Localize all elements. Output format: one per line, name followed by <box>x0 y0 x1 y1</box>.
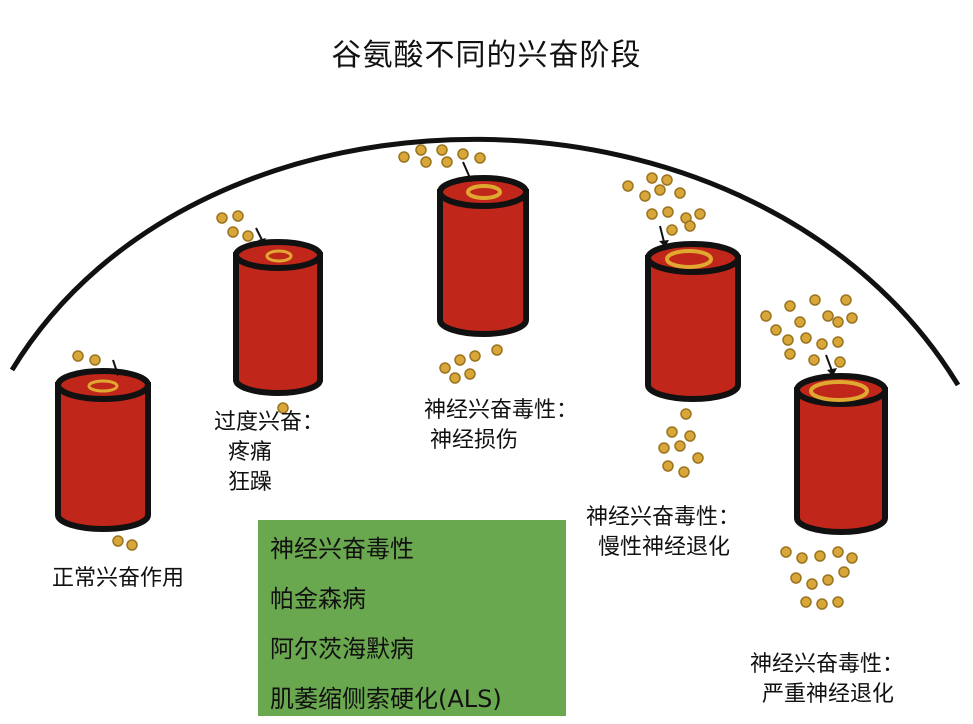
glutamate-dot <box>832 336 844 348</box>
glutamate-dot <box>846 312 858 324</box>
neuron-cylinder-severe <box>794 354 888 535</box>
glutamate-dot <box>680 408 692 420</box>
glutamate-dot <box>242 230 254 242</box>
glutamate-dot <box>832 596 844 608</box>
glutamate-dot <box>678 466 690 478</box>
glutamate-dot <box>838 566 850 578</box>
glutamate-dot <box>491 344 503 356</box>
glutamate-dot <box>832 316 844 328</box>
glutamate-dot <box>794 316 806 328</box>
glutamate-dot <box>840 294 852 306</box>
page-title: 谷氨酸不同的兴奋阶段 <box>331 38 642 73</box>
glutamate-dot <box>674 187 686 199</box>
glutamate-dot <box>441 156 453 168</box>
glutamate-dot <box>464 368 476 380</box>
glutamate-dot <box>800 596 812 608</box>
glutamate-dot <box>684 220 696 232</box>
glutamate-dot <box>674 440 686 452</box>
glutamate-dot <box>760 310 772 322</box>
disease-item: 肌萎缩侧索硬化(ALS) <box>270 685 502 713</box>
glutamate-dot <box>692 452 704 464</box>
stage-label-injury: 神经兴奋毒性： 神经损伤 <box>424 398 579 453</box>
glutamate-dot <box>784 300 796 312</box>
glutamate-dot <box>796 552 808 564</box>
glutamate-dot <box>658 442 670 454</box>
glutamate-dot <box>449 372 461 384</box>
glutamate-dot <box>808 354 820 366</box>
glutamate-dot <box>646 172 658 184</box>
glutamate-dot <box>806 578 818 590</box>
glutamate-dot <box>439 362 451 374</box>
glutamate-dot <box>800 332 812 344</box>
glutamate-dot <box>662 206 674 218</box>
glutamate-dot <box>694 208 706 220</box>
glutamate-dot <box>822 310 834 322</box>
glutamate-dot <box>420 156 432 168</box>
glutamate-dot <box>770 324 782 336</box>
neuron-cylinder-chronic <box>645 225 741 402</box>
glutamate-dot <box>654 184 666 196</box>
disease-item: 神经兴奋毒性 <box>270 535 414 563</box>
neuron-cylinder-overexcited <box>233 227 323 396</box>
glutamate-dot <box>454 354 466 366</box>
glutamate-dot <box>216 212 228 224</box>
stage-label-overexcited: 过度兴奋： 疼痛 狂躁 <box>214 410 325 495</box>
glutamate-dot <box>662 460 674 472</box>
glutamate-dot <box>790 572 802 584</box>
glutamate-dot <box>89 354 101 366</box>
glutamate-dot <box>816 338 828 350</box>
glutamate-dot <box>436 144 448 156</box>
glutamate-dot <box>639 190 651 202</box>
glutamate-dot <box>832 546 844 558</box>
glutamate-dot <box>666 426 678 438</box>
glutamate-dots <box>72 144 858 610</box>
glutamate-dot <box>474 152 486 164</box>
glutamate-dot <box>126 539 138 551</box>
glutamate-dot <box>834 356 846 368</box>
glutamate-dot <box>457 148 469 160</box>
glutamate-dot <box>622 180 634 192</box>
glutamate-dot <box>277 402 289 414</box>
glutamate-dot <box>646 208 658 220</box>
disease-list-box: 神经兴奋毒性 帕金森病 阿尔茨海默病 肌萎缩侧索硬化(ALS) <box>258 520 566 716</box>
glutamate-dot <box>784 348 796 360</box>
glutamate-dot <box>232 210 244 222</box>
glutamate-dot <box>809 294 821 306</box>
glutamate-dot <box>469 350 481 362</box>
dome-arc <box>9 136 961 387</box>
neuron-cylinder-normal <box>55 359 151 532</box>
glutamate-dot <box>112 535 124 547</box>
glutamate-dot <box>72 350 84 362</box>
glutamate-dot <box>782 334 794 346</box>
glutamate-dot <box>684 430 696 442</box>
glutamate-dot <box>816 598 828 610</box>
glutamate-dot <box>398 151 410 163</box>
stage-label-normal: 正常兴奋作用 <box>52 566 185 591</box>
glutamate-dot <box>780 546 792 558</box>
disease-item: 阿尔茨海默病 <box>270 635 414 663</box>
stage-label-severe: 神经兴奋毒性： 严重神经退化 <box>750 652 905 707</box>
neuron-cylinder-injury <box>437 161 529 337</box>
glutamate-dot <box>822 574 834 586</box>
glutamate-dot <box>846 552 858 564</box>
stage-label-chronic: 神经兴奋毒性： 慢性神经退化 <box>586 505 741 560</box>
glutamate-dot <box>227 226 239 238</box>
glutamate-dot <box>666 224 678 236</box>
glutamate-dot <box>415 144 427 156</box>
glutamate-dot <box>814 550 826 562</box>
glutamate-dot <box>661 174 673 186</box>
disease-item: 帕金森病 <box>270 585 366 613</box>
